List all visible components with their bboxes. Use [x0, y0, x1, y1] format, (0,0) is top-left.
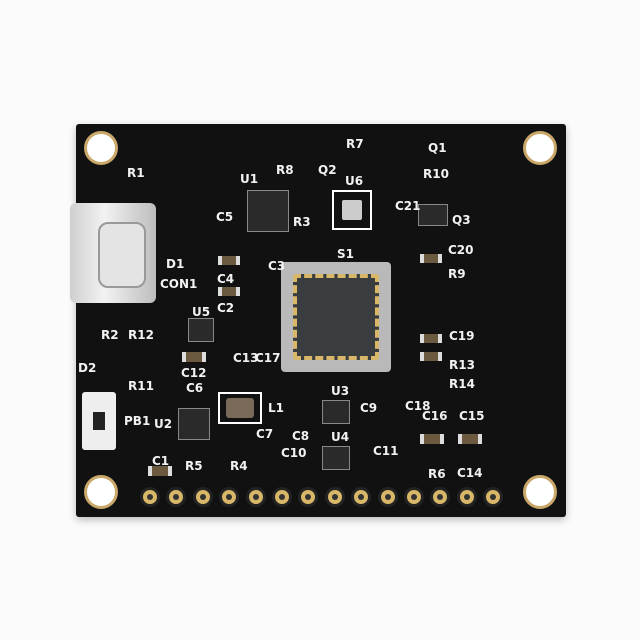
capacitor [458, 434, 482, 444]
silkscreen-label: U2 [154, 417, 173, 431]
u5-chip [188, 318, 214, 342]
silkscreen-label: R7 [346, 137, 364, 151]
silkscreen-label: R6 [428, 467, 446, 481]
u3-chip [322, 400, 350, 424]
capacitor [420, 254, 442, 263]
q3-transistor [418, 204, 448, 226]
resistor [420, 352, 442, 361]
silkscreen-label: C7 [256, 427, 274, 441]
header-pin[interactable] [166, 487, 187, 507]
pb1-button[interactable] [82, 392, 116, 450]
silkscreen-label: C12 [181, 366, 207, 380]
header-pin[interactable] [456, 487, 477, 507]
silkscreen-label: C13 [233, 351, 259, 365]
silkscreen-label: C2 [217, 301, 235, 315]
silkscreen-label: R3 [293, 215, 311, 229]
silkscreen-label: C14 [457, 466, 483, 480]
silkscreen-label: C17 [255, 351, 281, 365]
silkscreen-label: C4 [217, 272, 235, 286]
header-pin[interactable] [404, 487, 424, 507]
silkscreen-label: R4 [230, 459, 248, 473]
mounting-hole [523, 475, 557, 509]
capacitor [148, 466, 172, 476]
silkscreen-label: U1 [240, 172, 259, 186]
s1-module-chip [293, 274, 379, 360]
capacitor [182, 352, 206, 362]
u4-chip [322, 446, 350, 470]
silkscreen-label: U6 [345, 174, 364, 188]
silkscreen-label: D2 [78, 361, 97, 375]
header-pin[interactable] [430, 487, 451, 507]
silkscreen-label: C8 [292, 429, 310, 443]
silkscreen-label: R5 [185, 459, 203, 473]
silkscreen-label: R2 [101, 328, 119, 342]
silkscreen-label: Q2 [318, 163, 337, 177]
header-pin[interactable] [298, 487, 319, 507]
header-pin[interactable] [219, 487, 240, 507]
header-pin[interactable] [483, 487, 504, 507]
silkscreen-label: R11 [128, 379, 154, 393]
capacitor [420, 334, 442, 343]
header-pin[interactable] [245, 487, 266, 507]
silkscreen-label: C21 [395, 199, 421, 213]
silkscreen-label: C9 [360, 401, 378, 415]
silkscreen-label: PB1 [124, 414, 151, 428]
silkscreen-label: C15 [459, 409, 485, 423]
silkscreen-label: R14 [449, 377, 475, 391]
header-pin[interactable] [140, 487, 160, 507]
mounting-hole [523, 131, 557, 165]
silkscreen-label: C11 [373, 444, 399, 458]
silkscreen-label: R12 [128, 328, 154, 342]
silkscreen-label: R13 [449, 358, 475, 372]
silkscreen-label: C18 [405, 399, 431, 413]
silkscreen-label: U3 [331, 384, 350, 398]
silkscreen-label: C3 [268, 259, 286, 273]
header-pin[interactable] [192, 487, 213, 507]
l1-inductor [218, 392, 262, 424]
silkscreen-label: U5 [192, 305, 211, 319]
u2-chip [178, 408, 210, 440]
silkscreen-label: C6 [186, 381, 204, 395]
silkscreen-label: Q3 [452, 213, 471, 227]
silkscreen-label: CON1 [160, 277, 198, 291]
silkscreen-label: R8 [276, 163, 294, 177]
silkscreen-label: C10 [281, 446, 307, 460]
silkscreen-label: R9 [448, 267, 466, 281]
mounting-hole [84, 475, 118, 509]
silkscreen-label: U4 [331, 430, 350, 444]
silkscreen-label: R10 [423, 167, 449, 181]
u6-sensor [332, 190, 372, 230]
silkscreen-label: C1 [152, 454, 170, 468]
silkscreen-label: Q1 [428, 141, 447, 155]
capacitor [218, 287, 240, 296]
header-pin[interactable] [272, 487, 292, 507]
header-pin[interactable] [351, 487, 372, 507]
header-pin[interactable] [377, 487, 398, 507]
silkscreen-label: C16 [422, 409, 448, 423]
silkscreen-label: R1 [127, 166, 145, 180]
silkscreen-label: C5 [216, 210, 234, 224]
silkscreen-label: S1 [337, 247, 354, 261]
silkscreen-label: C19 [449, 329, 475, 343]
header-pin[interactable] [324, 487, 345, 507]
silkscreen-label: D1 [166, 257, 185, 271]
mounting-hole [84, 131, 118, 165]
silkscreen-label: C20 [448, 243, 474, 257]
usb-c-port [98, 222, 146, 288]
capacitor [218, 256, 240, 265]
silkscreen-label: L1 [268, 401, 284, 415]
capacitor [420, 434, 444, 444]
u1-chip [247, 190, 289, 232]
